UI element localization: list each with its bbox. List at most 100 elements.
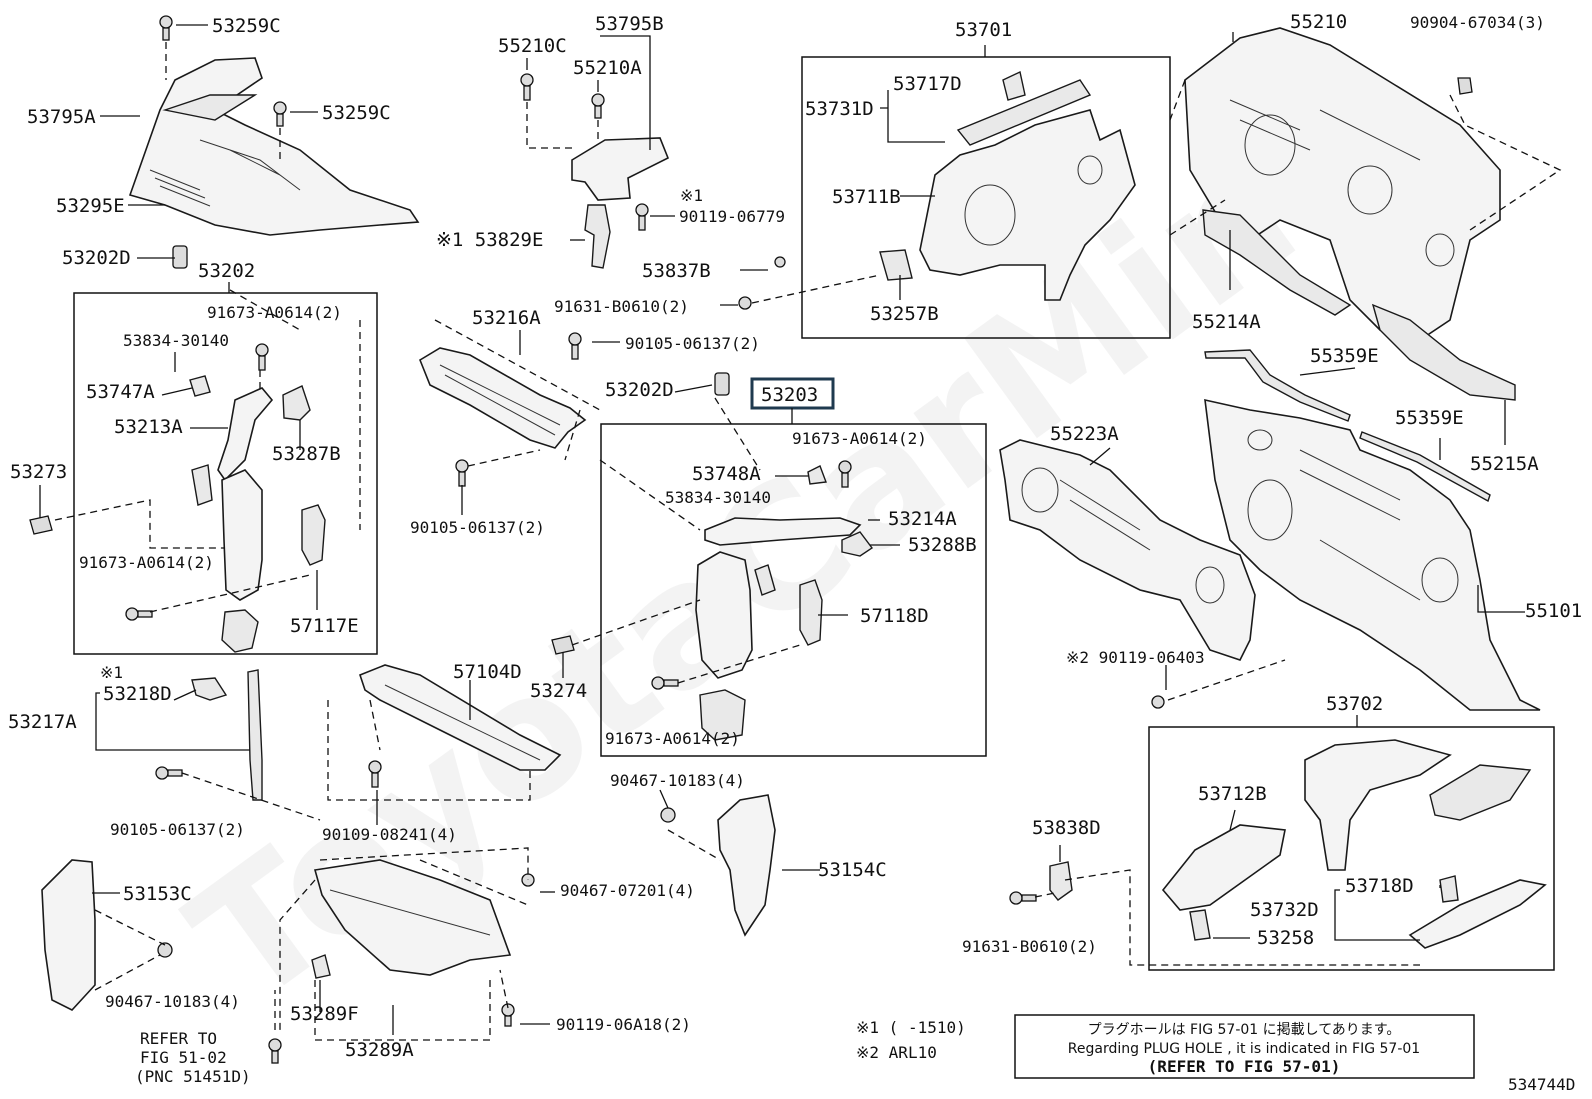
label-55215A[interactable]: 55215A [1470,453,1539,475]
label-53288B[interactable]: 53288B [908,534,977,556]
label-53287B[interactable]: 53287B [272,443,341,465]
leader-lines [39,24,1525,1035]
label-53214A[interactable]: 53214A [888,508,957,530]
label-53153C[interactable]: 53153C [123,883,192,905]
label-90467-10183-b[interactable]: 90467-10183(4) [105,992,240,1011]
label-90119-06403[interactable]: ※2 90119-06403 [1066,648,1205,667]
label-55359E-lower[interactable]: 55359E [1395,407,1464,429]
label-53829E[interactable]: ※1 53829E [436,229,543,251]
label-53259C-mid[interactable]: 53259C [322,102,391,124]
label-53259C-top[interactable]: 53259C [212,15,281,37]
label-53218D-mark: ※1 [100,663,123,682]
part-labels: 53259C 53259C 53795A 53295E 55210C 53795… [8,11,1582,1086]
plug-hole-note: プラグホールは FIG 57-01 に掲載してあります。 Regarding P… [1014,1014,1475,1079]
part-55223A-drawing [999,439,1256,661]
label-57118D[interactable]: 57118D [860,605,929,627]
label-55210A[interactable]: 55210A [573,57,642,79]
refer-line-1[interactable]: REFER TO [140,1029,217,1048]
label-53258[interactable]: 53258 [1257,927,1314,949]
fasteners [125,15,1165,1064]
part-53748A-drawing [807,465,827,485]
label-53213A[interactable]: 53213A [114,416,183,438]
part-53153C-drawing [41,859,96,1011]
label-53718D[interactable]: 53718D [1345,875,1414,897]
part-53274-drawing [551,635,575,655]
part-57118D-drawing [799,579,823,646]
label-53257B[interactable]: 53257B [870,303,939,325]
label-55210C[interactable]: 55210C [498,35,567,57]
label-53838D[interactable]: 53838D [1032,817,1101,839]
refer-line-3[interactable]: (PNC 51451D) [135,1067,251,1086]
part-53273-drawing [29,515,53,535]
part-57117E-drawing [301,504,326,566]
label-90904-67034[interactable]: 90904-67034(3) [1410,13,1545,32]
label-55223A[interactable]: 55223A [1050,423,1119,445]
label-53834-30140-a[interactable]: 53834-30140 [123,331,229,350]
figure-code: 534744D [1508,1075,1575,1094]
label-53747A[interactable]: 53747A [86,381,155,403]
label-53218D[interactable]: 53218D [103,683,172,705]
label-55101[interactable]: 55101 [1525,600,1582,622]
label-53216A[interactable]: 53216A [472,307,541,329]
label-57104D[interactable]: 57104D [453,661,522,683]
label-53834-30140-b[interactable]: 53834-30140 [665,488,771,507]
label-55214A[interactable]: 55214A [1192,311,1261,333]
label-53295E[interactable]: 53295E [56,195,125,217]
label-91631-B0610-bottom[interactable]: 91631-B0610(2) [962,937,1097,956]
label-90119-06779[interactable]: 90119-06779 [679,207,785,226]
footnote-2: ※2 ARL10 [856,1043,937,1062]
part-53702-apron-drawing [1304,739,1452,871]
part-53701-drawing [879,70,1136,301]
label-53289A[interactable]: 53289A [345,1039,414,1061]
label-53717D[interactable]: 53717D [893,73,962,95]
part-53154C-drawing [717,794,776,937]
label-53795B[interactable]: 53795B [595,13,664,35]
label-91673-A0614-b[interactable]: 91673-A0614(2) [79,553,214,572]
plug-hole-note-box [1014,1014,1475,1079]
part-55359E-upper-drawing [1204,349,1351,422]
label-91673-A0614-a[interactable]: 91673-A0614(2) [207,303,342,322]
label-55359E-upper[interactable]: 55359E [1310,345,1379,367]
label-53154C[interactable]: 53154C [818,859,887,881]
label-55210[interactable]: 55210 [1290,11,1347,33]
label-53274[interactable]: 53274 [530,680,587,702]
plug-hole-note-refer[interactable]: (REFER TO FIG 57-01) [1148,1057,1341,1076]
label-90467-07201[interactable]: 90467-07201(4) [560,881,695,900]
label-91631-B0610-top[interactable]: 91631-B0610(2) [554,297,689,316]
label-57117E[interactable]: 57117E [290,615,359,637]
label-53732D[interactable]: 53732D [1250,899,1319,921]
label-53217A[interactable]: 53217A [8,711,77,733]
label-53837B[interactable]: 53837B [642,260,711,282]
part-57104D-drawing [359,664,562,771]
part-53216A-drawing [419,347,587,449]
label-90105-06137-a[interactable]: 90105-06137(2) [625,334,760,353]
part-53203-apron-drawing [695,551,776,741]
label-53273[interactable]: 53273 [10,461,67,483]
label-53289F[interactable]: 53289F [290,1003,359,1025]
group-box-53701 [801,56,1171,339]
label-53712B[interactable]: 53712B [1198,783,1267,805]
label-90467-10183-a[interactable]: 90467-10183(4) [610,771,745,790]
part-53838D-drawing [1049,861,1073,901]
label-53203[interactable]: 53203 [761,384,818,406]
label-90109-08241[interactable]: 90109-08241(4) [322,825,457,844]
part-55359E-lower-drawing [1359,431,1491,503]
label-53711B[interactable]: 53711B [832,186,901,208]
label-53202D-left[interactable]: 53202D [62,247,131,269]
label-53702[interactable]: 53702 [1326,693,1383,715]
label-91673-A0614-d[interactable]: 91673-A0614(2) [605,729,740,748]
refer-line-2[interactable]: FIG 51-02 [140,1048,227,1067]
part-53702-bracket-drawing [1429,764,1532,821]
label-91673-A0614-c[interactable]: 91673-A0614(2) [792,429,927,448]
label-90105-06137-c[interactable]: 90105-06137(2) [110,820,245,839]
group-box-53202 [73,292,378,655]
label-53202D-right[interactable]: 53202D [605,379,674,401]
label-90119-06A18[interactable]: 90119-06A18(2) [556,1015,691,1034]
label-53795A[interactable]: 53795A [27,106,96,128]
label-90105-06137-b[interactable]: 90105-06137(2) [410,518,545,537]
label-53202[interactable]: 53202 [198,260,255,282]
label-53701[interactable]: 53701 [955,19,1012,41]
part-53718D-drawing [1439,875,1459,903]
label-53748A[interactable]: 53748A [692,463,761,485]
label-53731D[interactable]: 53731D [805,98,874,120]
